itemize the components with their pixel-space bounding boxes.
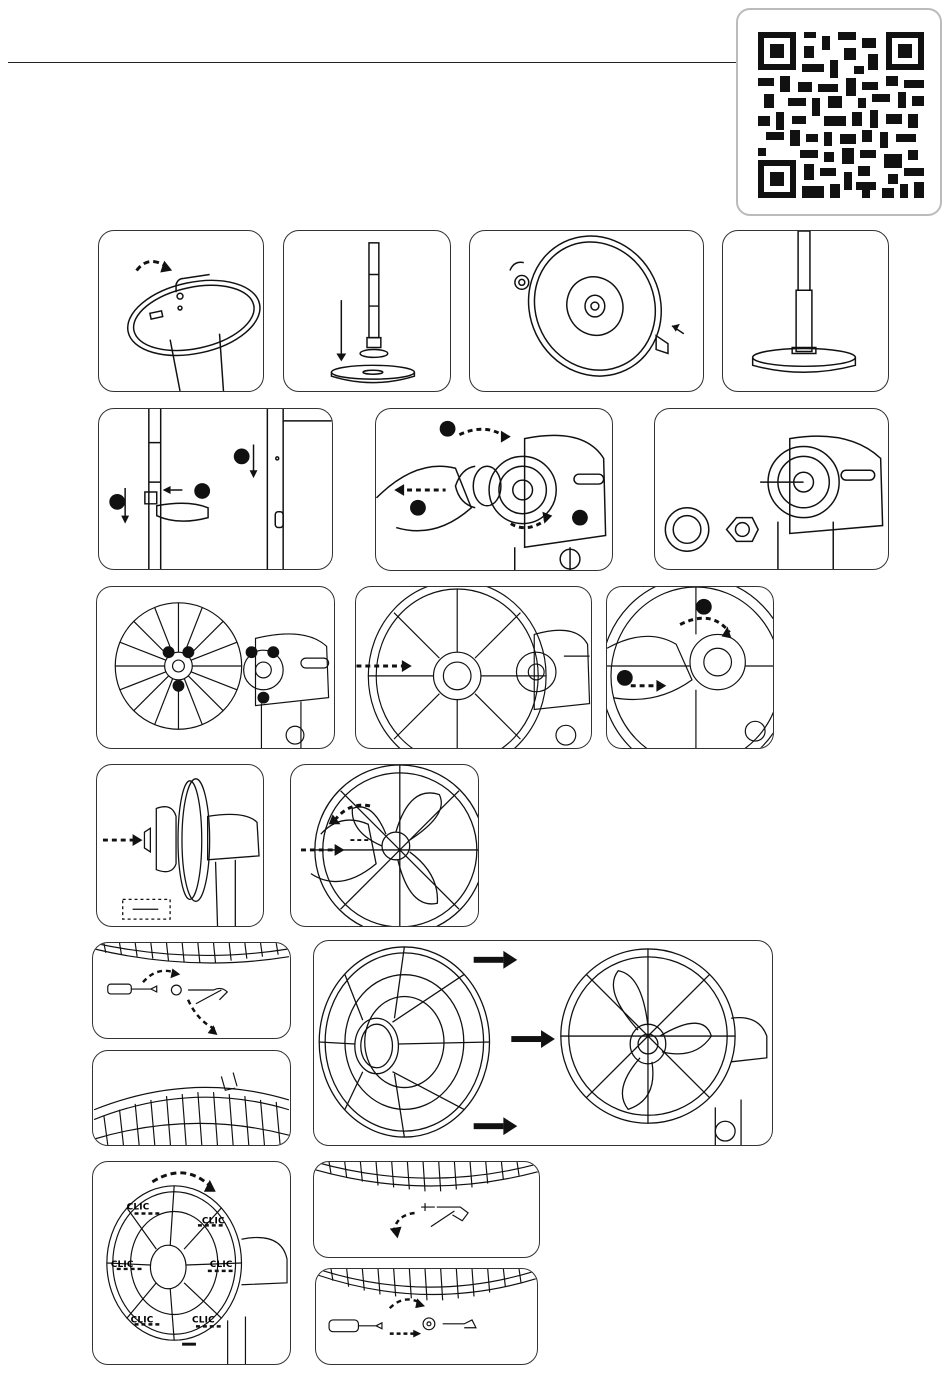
step-panel-13a: [92, 942, 291, 1039]
step-panel-7: [654, 408, 889, 570]
step-panel-9: [355, 586, 592, 749]
step-panel-11: [96, 764, 264, 927]
step-panel-4: [722, 230, 889, 392]
step-panel-8: [96, 586, 335, 749]
step-panel-6: [375, 408, 613, 571]
step-panel-15a: [313, 1161, 540, 1258]
qr-code: [736, 8, 942, 216]
step-panel-1: [98, 230, 264, 392]
clic-label-6: CLIC: [192, 1315, 215, 1325]
clic-label-4: CLIC: [210, 1260, 233, 1270]
step-panel-13c: [313, 940, 773, 1146]
header-rule: [8, 62, 748, 63]
step-panel-12: [290, 764, 479, 927]
step-panel-14: CLIC CLIC CLIC CLIC CLIC CLIC: [92, 1161, 291, 1365]
clic-label-5: CLIC: [131, 1315, 154, 1325]
qr-code-icon: [758, 32, 924, 198]
clic-label-3: CLIC: [111, 1260, 134, 1270]
clic-label-2: CLIC: [202, 1216, 225, 1226]
clic-label-1: CLIC: [127, 1203, 150, 1213]
step-panel-3: [469, 230, 704, 392]
step-panel-5: [98, 408, 333, 570]
step-panel-10: [606, 586, 774, 749]
step-panel-15b: [315, 1268, 538, 1365]
step-panel-13b: [92, 1050, 291, 1146]
step-panel-2: [283, 230, 451, 392]
